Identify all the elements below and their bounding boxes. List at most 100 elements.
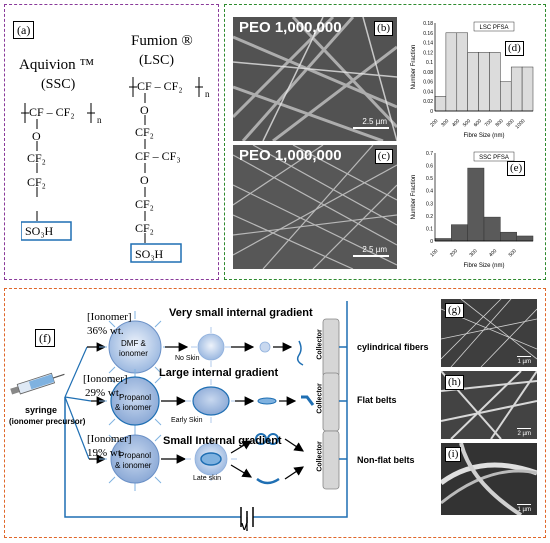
- aquivion-n: n: [97, 115, 102, 125]
- row3-conc-label: [Ionomer]: [87, 433, 132, 445]
- hist-bar: [489, 52, 501, 112]
- fumion-cf2-1: CF₂: [135, 125, 154, 139]
- syringe-icon: [10, 372, 65, 395]
- fumion-backbone: CF – CF₂: [137, 79, 183, 93]
- row3-result: Non-flat belts: [357, 455, 415, 465]
- fumion-name: Fumion ®: [131, 33, 193, 49]
- scale-c-label: 2.5 µm: [362, 245, 387, 254]
- scale-bar-b: [353, 127, 389, 129]
- scale-bar-h: [517, 428, 531, 429]
- sem-image-i: (i) 1 µm: [441, 443, 537, 515]
- hist-xlabel: Fibre Size (nm): [463, 133, 504, 139]
- hist-ytick: 0.18: [423, 21, 433, 27]
- hist-ytick: 0.1: [426, 226, 433, 232]
- fumion-n: n: [205, 89, 210, 99]
- hist-bar: [510, 66, 523, 112]
- sem-b-label: PEO 1,000,000: [239, 19, 342, 36]
- hist-ytick: 0.12: [423, 50, 433, 56]
- row3-core-bottom: & ionomer: [115, 461, 152, 470]
- hist-ylabel: Number Fraction: [411, 45, 417, 90]
- scale-i-label: 1 µm: [517, 507, 531, 513]
- hist-ytick: 0.08: [423, 70, 433, 76]
- sem-image-c: PEO 1,000,000 (c) 2.5 µm: [233, 145, 397, 269]
- hist-xtick: 900: [505, 118, 515, 128]
- fiber-texture-b: [233, 17, 397, 141]
- hist-ytick: 0.16: [423, 31, 433, 37]
- hist-xtick: 800: [495, 118, 505, 128]
- row2-conc-label: [Ionomer]: [83, 373, 128, 385]
- fumion-sub: (LSC): [139, 53, 174, 68]
- hist-xtick: 400: [488, 248, 498, 258]
- panel-g-tag: (g): [445, 303, 464, 318]
- hist-ytick: 0.4: [426, 189, 433, 195]
- aquivion-o: O: [32, 129, 41, 143]
- row3-collector: Collector: [316, 441, 324, 472]
- fumion-cf2-3: CF₂: [135, 221, 154, 235]
- row2-conc: 29% wt.: [85, 387, 122, 399]
- hist-bar: [467, 167, 485, 242]
- panel-a-tag: (a): [13, 21, 35, 39]
- scale-b-label: 2.5 µm: [362, 117, 387, 126]
- aquivion-so3h: SO₃H: [25, 224, 54, 238]
- row2-result: Flat belts: [357, 395, 397, 405]
- panel-h-tag: (h): [445, 375, 464, 390]
- row1-result: cylindrical fibers: [357, 342, 429, 352]
- hist-legend: SSC PFSA: [479, 155, 509, 161]
- panel-i-tag: (i): [445, 447, 462, 462]
- hist-ytick: 0.14: [423, 41, 433, 47]
- fumion-o-2: O: [140, 173, 149, 187]
- aquivion-cf2-2: CF₂: [27, 175, 46, 189]
- panel-b-e-group: PEO 1,000,000 (b) 2.5 µm PEO 1,000,000 (…: [224, 4, 546, 280]
- sem-image-h: (h) 2 µm: [441, 371, 537, 439]
- hist-ytick: 0.06: [423, 80, 433, 86]
- hist-ytick: 0.1: [426, 60, 433, 66]
- histogram-d: LSC PFSA00.020.040.060.080.10.120.140.16…: [407, 15, 539, 141]
- row3-title: Small Internal gradient: [163, 435, 282, 447]
- panel-e-tag: (e): [507, 161, 526, 176]
- hist-bar: [467, 52, 479, 112]
- syringe-label: syringe: [25, 405, 58, 415]
- hist-xtick: 200: [429, 118, 439, 128]
- hist-ytick: 0.2: [426, 214, 433, 220]
- hist-xtick: 300: [468, 248, 478, 258]
- hist-legend-box: [473, 21, 515, 32]
- syringe-sublabel: (ionomer precursor): [9, 417, 86, 426]
- hist-xtick: 500: [508, 248, 518, 258]
- panel-b-tag: (b): [374, 21, 393, 36]
- hist-bar: [483, 216, 501, 242]
- panel-a-structures: (a) Aquivion ™ (SSC) CF – CF₂ n O CF₂ CF…: [4, 4, 219, 280]
- row3-core-top: Propanol: [119, 451, 152, 460]
- fumion-o-1: O: [140, 103, 149, 117]
- fumion-structure: [129, 77, 203, 263]
- row1-core-bottom: ionomer: [119, 349, 148, 358]
- row2-core-top: Propanol: [119, 393, 152, 402]
- hist-bar: [478, 52, 490, 112]
- hist-ytick: 0.04: [423, 89, 433, 95]
- hist-legend-box: [473, 151, 515, 162]
- hist-xlabel: Fibre Size (nm): [463, 263, 504, 269]
- row1-droplet: [99, 311, 171, 383]
- sem-image-g: (g) 1 µm: [441, 299, 537, 367]
- row1-collector: Collector: [316, 329, 324, 360]
- row1-title: Very small internal gradient: [169, 307, 313, 319]
- hist-ytick: 0: [430, 239, 433, 245]
- hist-ytick: 0: [430, 109, 433, 115]
- aquivion-sub: (SSC): [41, 77, 76, 92]
- fumion-cf-cf3: CF – CF₃: [135, 149, 181, 163]
- hist-xtick: 500: [462, 118, 472, 128]
- row1-core-top: DMF &: [121, 339, 146, 348]
- sem-c-label: PEO 1,000,000: [239, 147, 342, 164]
- hist-bar: [434, 96, 447, 112]
- sem-image-b: PEO 1,000,000 (b) 2.5 µm: [233, 17, 397, 141]
- row1-skin: No Skin: [175, 355, 200, 362]
- hist-bar: [434, 238, 452, 242]
- row3-skin: Late skin: [193, 475, 222, 482]
- fumion-so3h: SO₃H: [135, 247, 164, 261]
- hist-ytick: 0.3: [426, 201, 433, 207]
- aquivion-structure: [21, 103, 95, 241]
- hist-xtick: 700: [484, 118, 494, 128]
- fiber-texture-c: [233, 145, 397, 269]
- row2-collector: Collector: [316, 383, 324, 414]
- hist-legend: LSC PFSA: [479, 25, 508, 31]
- row2-title: Large internal gradient: [159, 367, 279, 379]
